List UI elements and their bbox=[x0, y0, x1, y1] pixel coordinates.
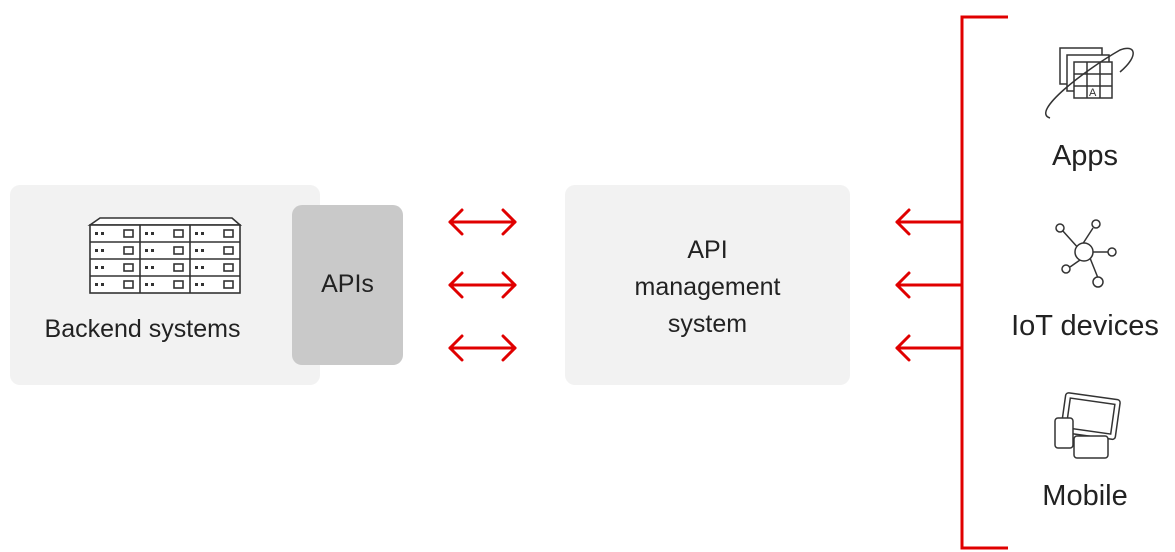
bidirectional-arrow-1 bbox=[448, 208, 517, 236]
apps-label: Apps bbox=[1051, 140, 1119, 172]
consumer-bracket bbox=[960, 15, 1008, 550]
api-management-line-3: system bbox=[667, 310, 748, 338]
apps-icon: A bbox=[1045, 47, 1134, 119]
svg-text:A: A bbox=[1089, 87, 1097, 99]
api-management-line-2: management bbox=[634, 273, 781, 301]
consumer-arrow-2 bbox=[895, 271, 964, 299]
bidirectional-arrow-2 bbox=[448, 271, 517, 299]
consumer-arrow-1 bbox=[895, 208, 964, 236]
iot-devices-label: IoT devices bbox=[1011, 310, 1159, 342]
api-management-box bbox=[565, 185, 850, 385]
backend-systems-label: Backend systems bbox=[44, 315, 241, 343]
iot-network-icon bbox=[1055, 219, 1117, 288]
server-rack-icon bbox=[87, 217, 243, 294]
mobile-label: Mobile bbox=[1042, 480, 1128, 512]
mobile-devices-icon bbox=[1054, 392, 1121, 459]
bidirectional-arrow-3 bbox=[448, 334, 517, 362]
consumer-arrow-3 bbox=[895, 334, 964, 362]
api-management-line-1: API bbox=[687, 236, 728, 264]
apis-box bbox=[292, 205, 403, 365]
api-management-label: API management system bbox=[565, 232, 850, 343]
apis-label: APIs bbox=[321, 270, 374, 298]
